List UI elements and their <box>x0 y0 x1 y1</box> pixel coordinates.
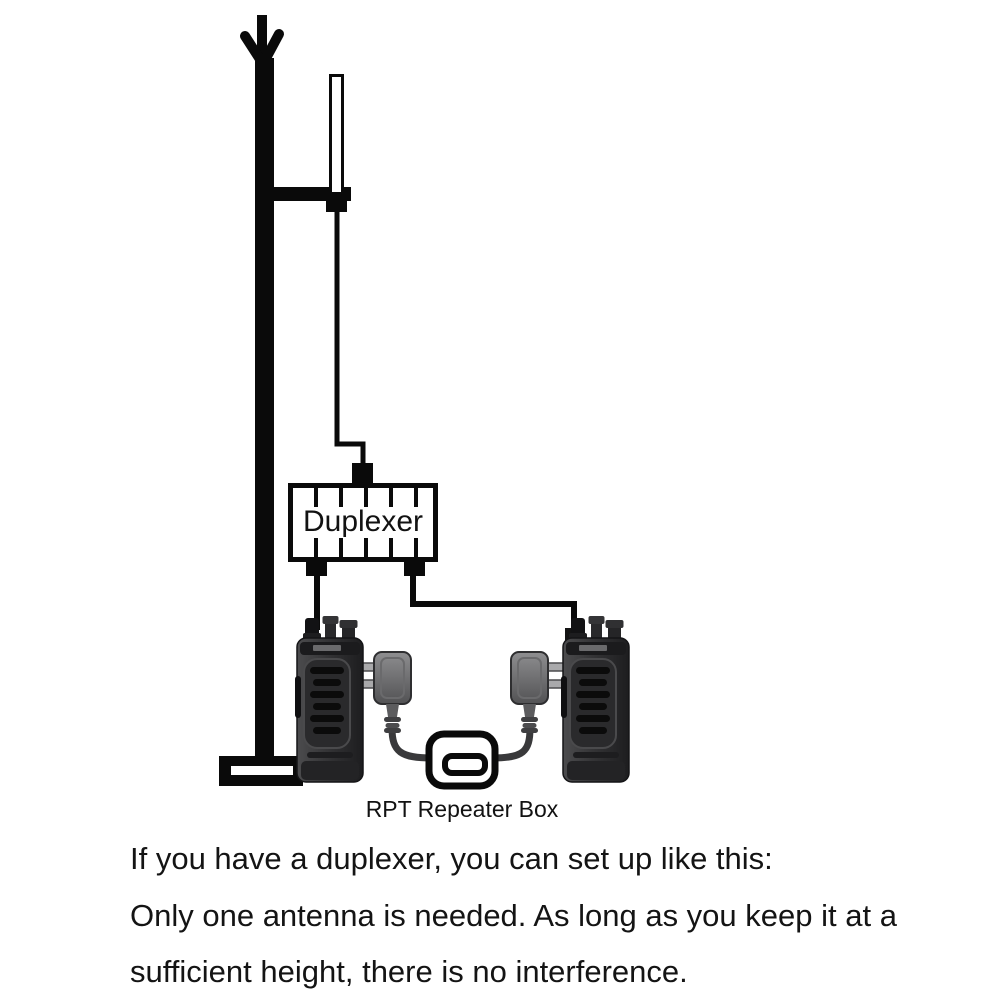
repeater-box-label: RPT Repeater Box <box>366 796 559 822</box>
right-audio-plug <box>510 651 566 734</box>
mounted-antenna-element <box>326 74 347 212</box>
duplexer-antenna-port-connector <box>352 463 373 484</box>
mast-base-slot <box>231 766 293 775</box>
mast-pole <box>255 58 274 760</box>
repeater-box-slot <box>442 753 488 776</box>
right-radio <box>560 615 630 783</box>
duplexer-label: Duplexer <box>303 505 423 538</box>
duplexer-top-teeth <box>314 488 418 507</box>
caption-line-2: Only one antenna is needed. As long as y… <box>130 898 897 933</box>
duplexer-bottom-teeth <box>314 538 418 557</box>
caption-line-1: If you have a duplexer, you can set up l… <box>130 841 773 876</box>
left-plug-cable <box>388 727 433 762</box>
left-audio-plug <box>356 651 412 734</box>
caption-line-3: sufficient height, there is no interfere… <box>130 954 688 989</box>
mast-top-antenna-right-arm <box>259 29 284 67</box>
antenna-mount-connector <box>326 192 347 212</box>
duplexer: Duplexer <box>288 463 438 576</box>
antenna-feedline-cable <box>334 210 366 467</box>
mast-top-antenna-stem <box>257 15 267 70</box>
right-plug-cable <box>491 727 534 762</box>
duplexer-to-right-radio-cable <box>410 572 577 632</box>
left-radio <box>294 615 364 783</box>
rpt-repeater-box <box>425 730 499 790</box>
antenna-whip <box>329 74 344 197</box>
